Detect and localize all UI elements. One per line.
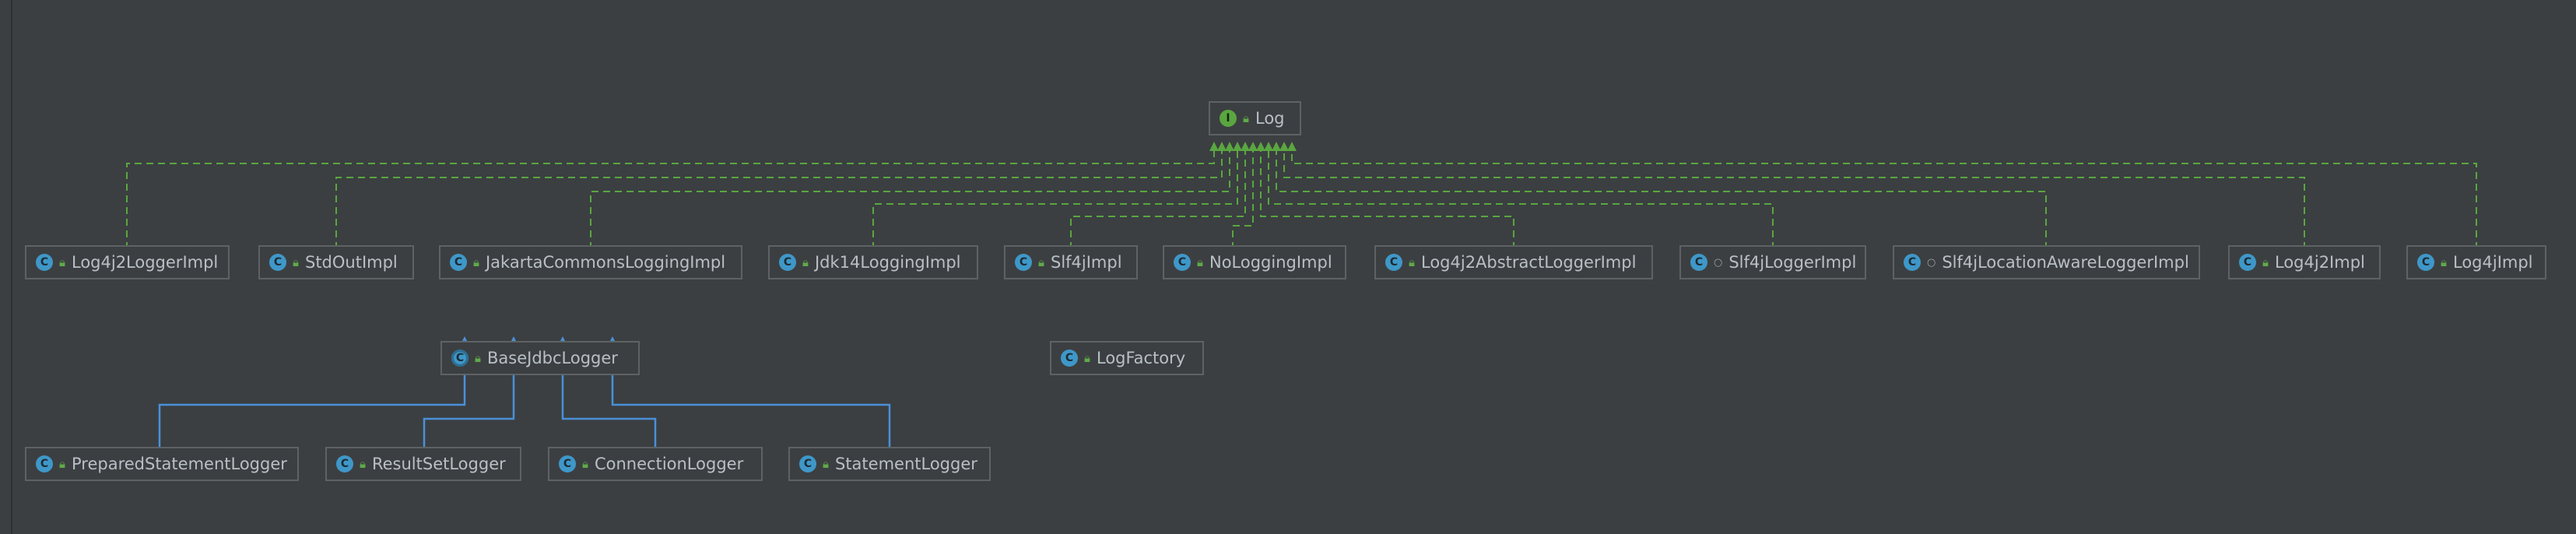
public-visibility-icon: 🔒︎ <box>59 255 65 269</box>
node-label: Log4j2LoggerImpl <box>71 253 219 272</box>
edge-resultsetlogger-basejdbclogger <box>423 341 515 447</box>
final-class-icon: C <box>799 455 816 473</box>
node-label: StdOutImpl <box>304 253 398 272</box>
package-private-visibility-icon: ○ <box>1927 256 1936 269</box>
node-log4j2abstractloggerimpl[interactable]: C 🔒︎ Log4j2AbstractLoggerImpl <box>1374 245 1653 279</box>
class-icon: C <box>450 254 467 271</box>
class-icon: C <box>779 254 796 271</box>
class-icon: C <box>1690 254 1707 271</box>
node-label: JakartaCommonsLoggingImpl <box>485 253 726 272</box>
edge-connectionlogger-basejdbclogger <box>561 341 657 447</box>
edge-jakartacommonsloggingimpl-log <box>590 149 1230 249</box>
node-log4j2loggerimpl[interactable]: C 🔒︎ Log4j2LoggerImpl <box>25 245 230 279</box>
final-class-icon: C <box>336 455 353 473</box>
public-visibility-icon: 🔒︎ <box>473 255 479 269</box>
class-icon: C <box>1904 254 1921 271</box>
node-label: BaseJdbcLogger <box>486 349 618 367</box>
node-label: Log4j2AbstractLoggerImpl <box>1420 253 1637 272</box>
node-nologgingimpl[interactable]: C 🔒︎ NoLoggingImpl <box>1163 245 1346 279</box>
implements-arrowheads <box>1209 142 1297 151</box>
node-label: ConnectionLogger <box>594 455 744 473</box>
public-visibility-icon: 🔒︎ <box>2262 255 2269 269</box>
public-visibility-icon: 🔒︎ <box>823 457 829 471</box>
node-slf4jlocationawareloggerimpl[interactable]: C ○ Slf4jLocationAwareLoggerImpl <box>1893 245 2200 279</box>
edge-statementlogger-basejdbclogger <box>611 341 891 447</box>
final-class-icon: C <box>559 455 576 473</box>
public-visibility-icon: 🔒︎ <box>360 457 366 471</box>
node-label: PreparedStatementLogger <box>71 455 287 473</box>
node-jdk14loggingimpl[interactable]: C 🔒︎ Jdk14LoggingImpl <box>768 245 978 279</box>
public-visibility-icon: 🔒︎ <box>2441 255 2447 269</box>
node-slf4jloggerimpl[interactable]: C ○ Slf4jLoggerImpl <box>1679 245 1866 279</box>
node-resultsetlogger[interactable]: C 🔒︎ ResultSetLogger <box>325 447 521 481</box>
node-label: Log4jImpl <box>2452 253 2533 272</box>
node-log-interface[interactable]: I 🔒︎ Log <box>1209 101 1301 135</box>
class-icon: C <box>1385 254 1402 271</box>
class-icon: C <box>2239 254 2256 271</box>
interface-icon: I <box>1220 110 1237 127</box>
node-label: Log4j2Impl <box>2274 253 2365 272</box>
public-visibility-icon: 🔒︎ <box>1038 255 1044 269</box>
node-logfactory[interactable]: C 🔒︎ LogFactory <box>1050 341 1204 375</box>
class-icon: C <box>1174 254 1191 271</box>
node-slf4jimpl[interactable]: C 🔒︎ Slf4jImpl <box>1004 245 1138 279</box>
class-icon: C <box>269 254 286 271</box>
node-label: StatementLogger <box>834 455 977 473</box>
node-jakartacommonsloggingimpl[interactable]: C 🔒︎ JakartaCommonsLoggingImpl <box>439 245 742 279</box>
public-visibility-icon: 🔒︎ <box>475 351 481 365</box>
class-icon: C <box>36 254 53 271</box>
edge-jdk14loggingimpl-log <box>872 149 1238 249</box>
edge-nologgingimpl-log <box>1232 149 1254 249</box>
edge-preparedstatementlogger-basejdbclogger <box>158 341 466 447</box>
public-visibility-icon: 🔒︎ <box>1243 111 1249 125</box>
canvas-left-border <box>11 0 12 534</box>
public-visibility-icon: 🔒︎ <box>802 255 809 269</box>
public-visibility-icon: 🔒︎ <box>1409 255 1415 269</box>
public-visibility-icon: 🔒︎ <box>1197 255 1203 269</box>
node-label: ResultSetLogger <box>371 455 506 473</box>
node-basejdbclogger[interactable]: C 🔒︎ BaseJdbcLogger <box>440 341 640 375</box>
node-label: Slf4jLocationAwareLoggerImpl <box>1942 253 2189 272</box>
edge-log4jimpl-log <box>1291 149 2477 249</box>
node-label: NoLoggingImpl <box>1209 253 1332 272</box>
node-label: Slf4jImpl <box>1050 253 1122 272</box>
node-preparedstatementlogger[interactable]: C 🔒︎ PreparedStatementLogger <box>25 447 299 481</box>
public-visibility-icon: 🔒︎ <box>1084 351 1090 365</box>
public-visibility-icon: 🔒︎ <box>59 457 65 471</box>
class-icon: C <box>1015 254 1032 271</box>
edge-slf4jlocationawareloggerimpl-log <box>1276 149 2047 249</box>
node-connectionlogger[interactable]: C 🔒︎ ConnectionLogger <box>548 447 763 481</box>
edge-slf4jimpl-log <box>1070 149 1246 249</box>
edge-log4j2impl-log <box>1283 149 2305 249</box>
node-label: LogFactory <box>1096 349 1186 367</box>
final-class-icon: C <box>36 455 53 473</box>
edge-slf4jloggerimpl-log <box>1268 149 1774 249</box>
node-label: Log <box>1255 109 1285 128</box>
node-statementlogger[interactable]: C 🔒︎ StatementLogger <box>788 447 991 481</box>
edge-log4j2loggerimpl-log <box>126 149 1215 249</box>
abstract-class-icon: C <box>451 350 469 367</box>
node-stdoutimpl[interactable]: C 🔒︎ StdOutImpl <box>258 245 414 279</box>
public-visibility-icon: 🔒︎ <box>293 255 299 269</box>
edge-log4j2abstractloggerimpl-log <box>1260 149 1514 249</box>
package-private-visibility-icon: ○ <box>1714 256 1723 269</box>
final-class-icon: C <box>1061 350 1078 367</box>
edge-stdoutimpl-log <box>335 149 1223 249</box>
public-visibility-icon: 🔒︎ <box>582 457 588 471</box>
class-icon: C <box>2417 254 2434 271</box>
node-label: Slf4jLoggerImpl <box>1728 253 1857 272</box>
node-label: Jdk14LoggingImpl <box>814 253 961 272</box>
node-log4jimpl[interactable]: C 🔒︎ Log4jImpl <box>2406 245 2546 279</box>
node-log4j2impl[interactable]: C 🔒︎ Log4j2Impl <box>2228 245 2381 279</box>
